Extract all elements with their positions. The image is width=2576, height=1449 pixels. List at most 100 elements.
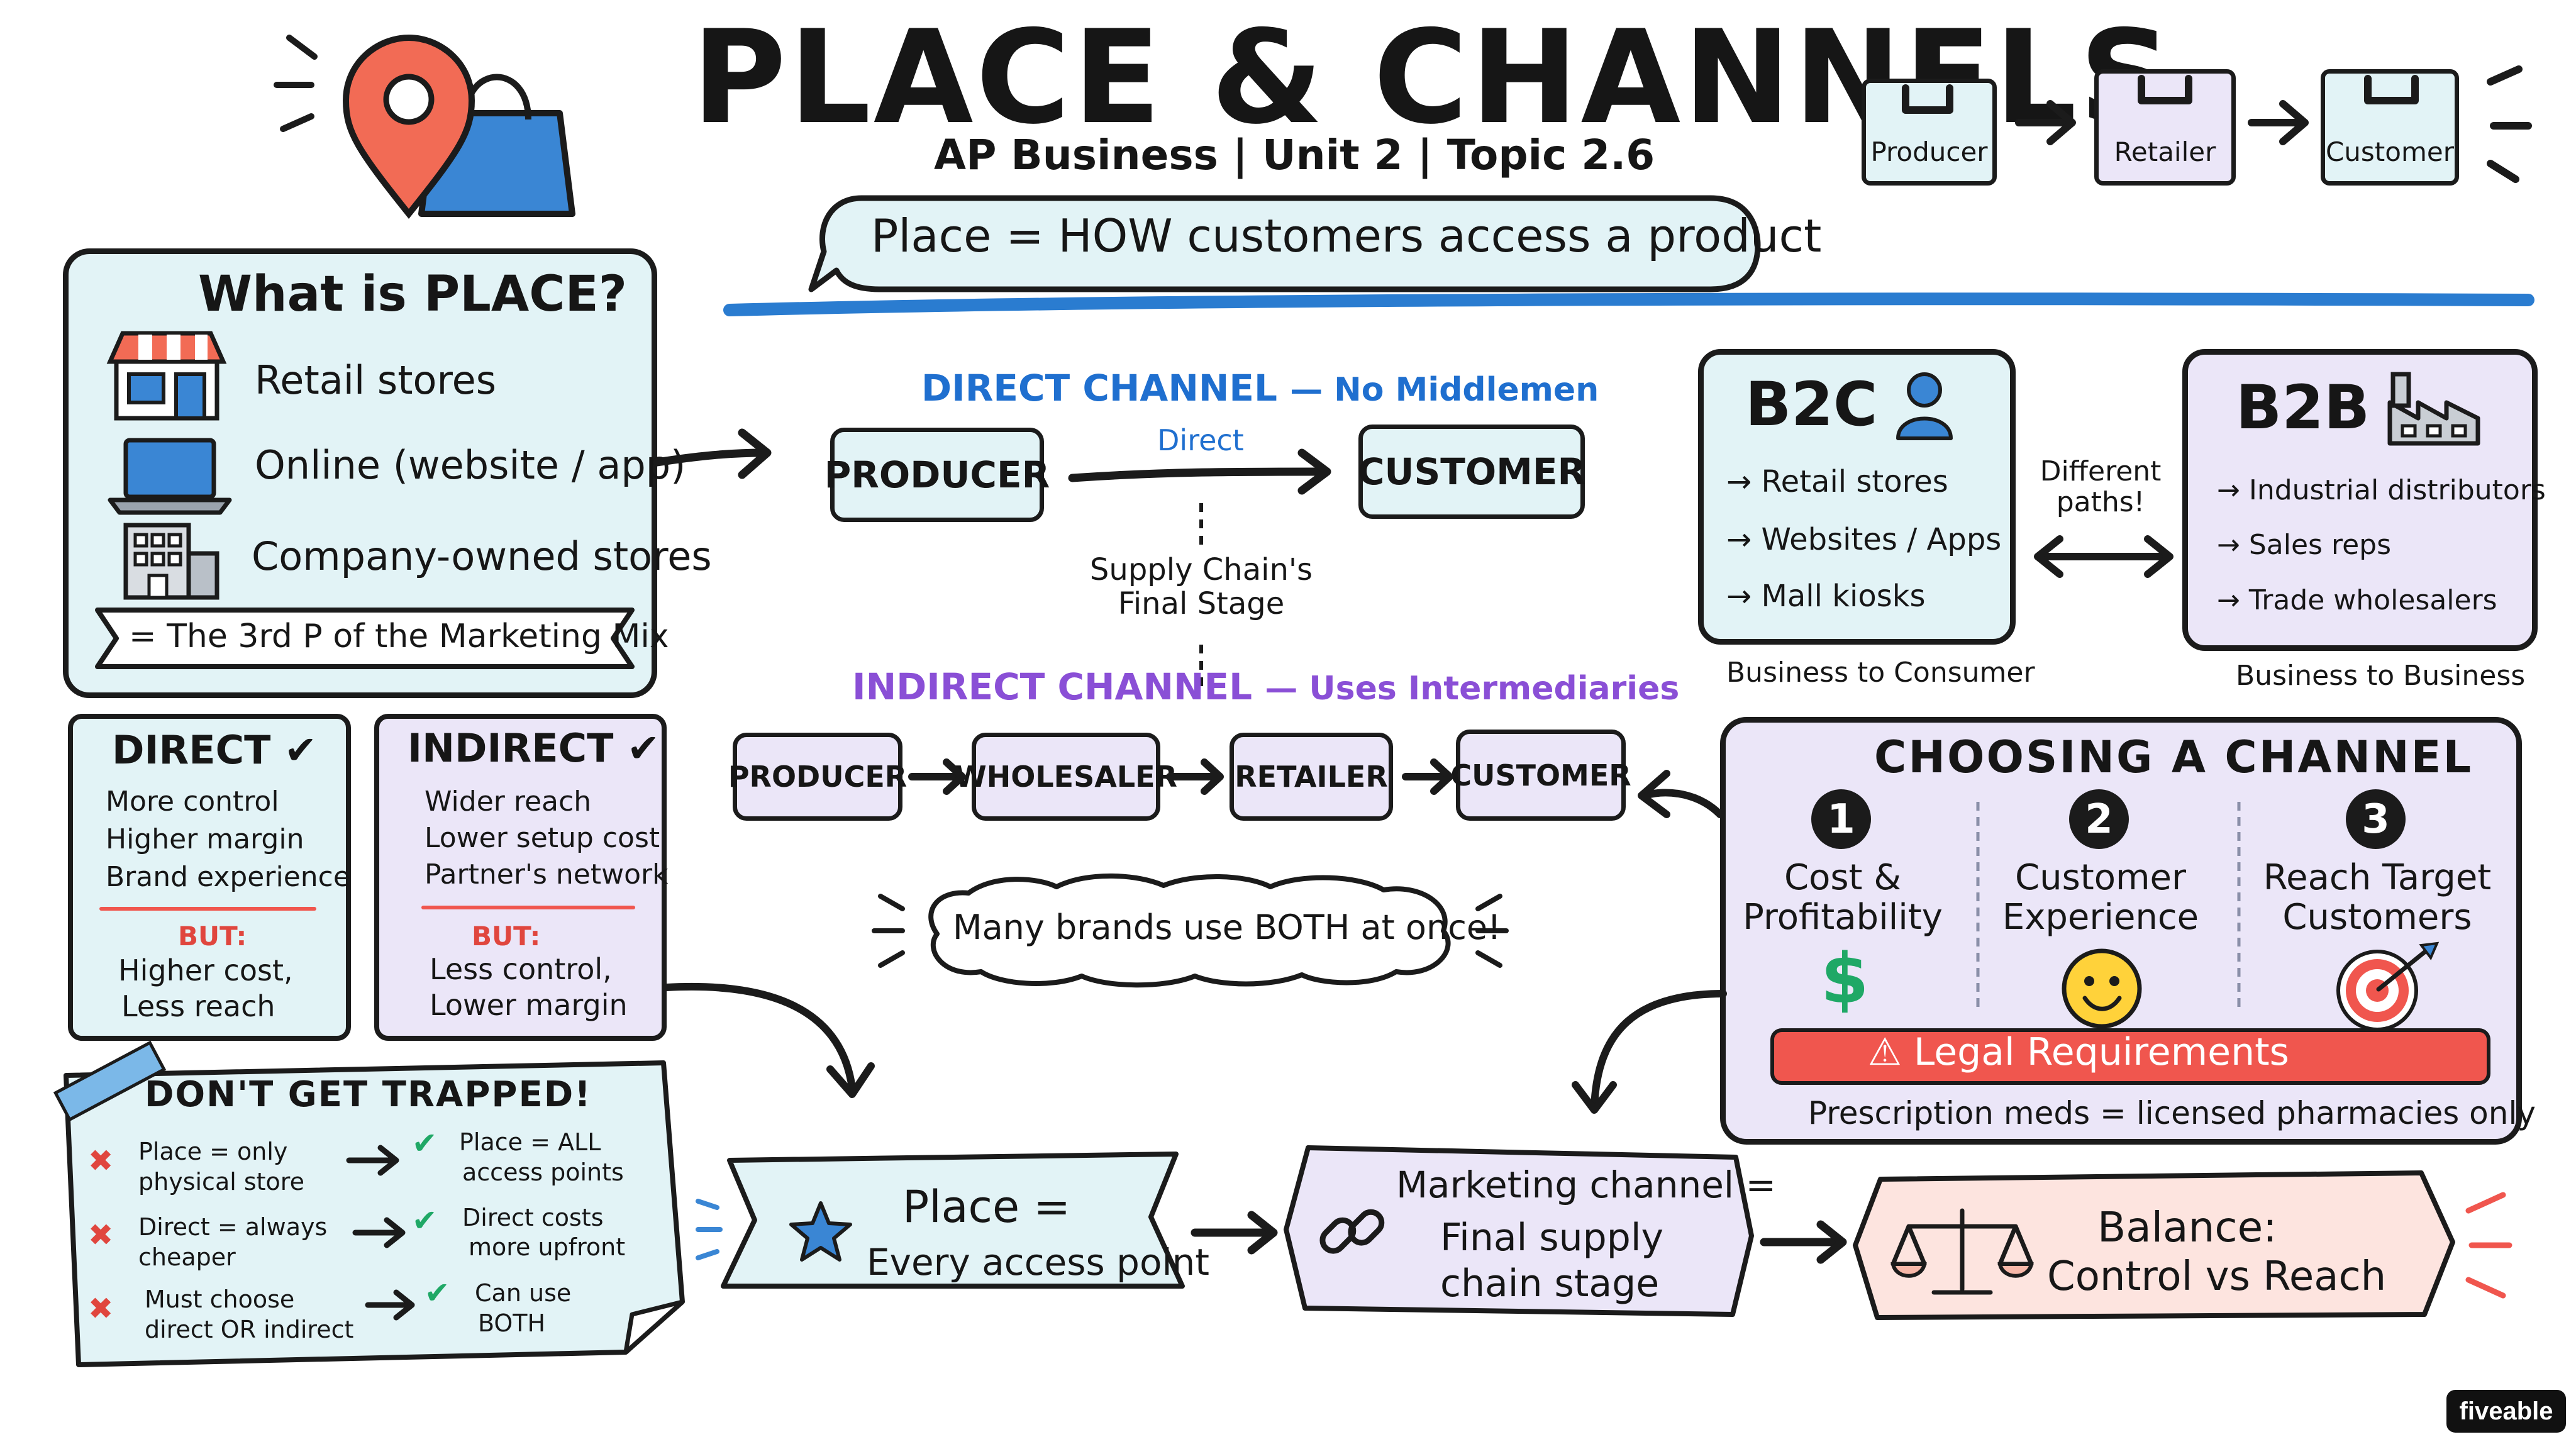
checkmark-icon: ✔ <box>284 727 317 773</box>
star-icon <box>789 1201 852 1262</box>
direct-divider <box>99 907 316 911</box>
b2b-card <box>2182 349 2538 651</box>
indirect-pro: Lower setup cost <box>425 822 660 854</box>
number-badge: 1 <box>1811 789 1871 849</box>
wrong-icon: ✖ <box>88 1218 114 1253</box>
number-badge: 2 <box>2069 789 2129 849</box>
place-item-label: Retail stores <box>255 357 497 403</box>
direct-customer-box: CUSTOMER <box>1358 425 1585 519</box>
indirect-pro: Partner's network <box>425 858 669 891</box>
indirect-step-box: WHOLESALER <box>955 733 1177 821</box>
factor-label: Customer Experience <box>2002 857 2199 938</box>
arrow-to-direct-channel <box>653 428 772 479</box>
marketing-mix-text: = The 3rd P of the Marketing Mix <box>129 618 669 655</box>
choosing-title: CHOOSING A CHANNEL <box>1874 731 2473 783</box>
wrong-text: Must choose <box>145 1285 295 1313</box>
right-text: Can use <box>475 1279 572 1307</box>
direct-card <box>68 714 351 1041</box>
b2b-item: → Sales reps <box>2217 529 2391 561</box>
header-divider <box>723 292 2534 316</box>
scales-icon <box>1890 1208 2034 1295</box>
number-badge: 3 <box>2346 789 2406 849</box>
wrong-text: Place = only <box>138 1138 288 1165</box>
balance-banner <box>1853 1170 2512 1320</box>
what-is-place-title: What is PLACE? <box>198 266 627 323</box>
b2c-item: → Mall kiosks <box>1726 579 1926 614</box>
indirect-channel-title: INDIRECT CHANNEL — Uses Intermediaries <box>852 665 1680 708</box>
legal-requirements-bar <box>1770 1028 2490 1085</box>
right-icon: ✔ <box>412 1203 438 1238</box>
warning-icon: ⚠ <box>1868 1030 1902 1074</box>
indirect-step-box: RETAILER <box>1230 733 1393 821</box>
both-note-text: Many brands use BOTH at once! <box>953 908 1501 947</box>
location-bag-icon <box>274 34 575 219</box>
wrong-text: Direct = always <box>138 1213 328 1241</box>
brand-badge: fiveable <box>2446 1390 2566 1433</box>
indirect-card <box>374 714 667 1041</box>
trapped-title: DON'T GET TRAPPED! <box>145 1074 592 1115</box>
marketing-channel-banner <box>1284 1145 1754 1317</box>
marketing-line2: Final supply <box>1440 1216 1663 1260</box>
right-text: access points <box>462 1158 624 1186</box>
wrong-text: cheaper <box>138 1243 236 1271</box>
factor-label: Cost & Profitability <box>1743 857 1943 938</box>
balance-line1: Balance: <box>2097 1203 2277 1252</box>
right-text: Direct costs <box>462 1204 604 1231</box>
summary-arrow <box>1760 1220 1847 1264</box>
b2b-item: → Trade wholesalers <box>2217 584 2497 616</box>
indirect-but-label: BUT: <box>472 921 541 952</box>
marketing-line1: Marketing channel = <box>1396 1163 1777 1206</box>
right-icon: ✔ <box>425 1275 450 1311</box>
summary-arrow <box>1191 1211 1278 1255</box>
top-flow-box: Customer <box>2321 69 2459 186</box>
smiley-icon <box>2062 948 2142 1029</box>
direct-arrow <box>1068 448 1331 495</box>
b2c-caption: Business to Consumer <box>1726 657 2035 689</box>
indirect-divider <box>421 906 635 909</box>
person-icon <box>1896 372 1953 440</box>
direct-pro: Brand experience <box>106 861 350 893</box>
checkmark-icon: ✔ <box>626 725 660 771</box>
b2c-card <box>1698 349 2016 645</box>
balance-line2: Control vs Reach <box>2047 1253 2387 1300</box>
place-summary-line1: Place = <box>902 1181 1071 1233</box>
legal-requirements-label: ⚠ Legal Requirements <box>1868 1030 2289 1074</box>
indirect-step-box: CUSTOMER <box>1450 730 1631 821</box>
direct-arrow-label: Direct <box>1157 423 1244 457</box>
factor-dividers <box>1976 802 2241 1009</box>
b2c-title: B2C <box>1745 369 1878 440</box>
direct-producer-box: PRODUCER <box>824 428 1050 522</box>
b2b-caption: Business to Business <box>2236 660 2526 692</box>
supply-chain-dotted-line <box>1199 503 1203 692</box>
place-item-label: Online (website / app) <box>255 442 686 488</box>
top-flow-box: Producer <box>1862 79 1997 186</box>
direct-pro: Higher margin <box>106 823 304 855</box>
right-text: BOTH <box>478 1309 546 1337</box>
marketing-mix-banner <box>95 608 635 669</box>
indirect-con: Less control, <box>430 952 612 986</box>
laptop-icon <box>108 438 232 515</box>
direct-con: Higher cost, <box>118 953 293 987</box>
b2c-item: → Websites / Apps <box>1726 522 2002 557</box>
wrong-text: physical store <box>138 1168 304 1196</box>
indirect-con: Lower margin <box>430 988 628 1022</box>
indirect-step-box: PRODUCER <box>728 733 907 821</box>
factory-icon <box>2387 372 2480 446</box>
right-icon: ✔ <box>412 1126 438 1161</box>
supply-chain-note: Supply Chain's Final Stage <box>1089 552 1313 621</box>
double-arrow <box>2034 535 2174 578</box>
office-building-icon <box>123 523 219 600</box>
wrong-text: direct OR indirect <box>145 1316 354 1343</box>
marketing-line3: chain stage <box>1440 1262 1660 1306</box>
indirect-arrows <box>908 758 1453 795</box>
direct-pro: More control <box>106 786 279 818</box>
page-subtitle: AP Business | Unit 2 | Topic 2.6 <box>934 131 1655 179</box>
top-flow-arrows <box>1902 65 2532 183</box>
definition-text: Place = HOW customers access a product <box>871 209 1822 262</box>
wrong-icon: ✖ <box>88 1291 114 1326</box>
chain-link-icon <box>1319 1209 1385 1254</box>
store-icon <box>106 331 227 421</box>
different-paths-note: Different paths! <box>2040 455 2162 519</box>
legal-note: Prescription meds = licensed pharmacies … <box>1808 1095 2536 1131</box>
